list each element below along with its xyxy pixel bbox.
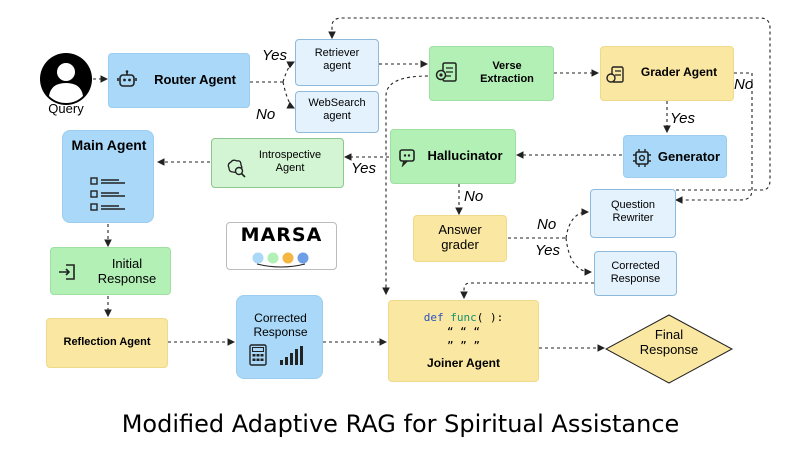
edge-grader-no-rewriter: [674, 72, 753, 204]
grader-agent-label: Grader Agent: [640, 65, 718, 79]
edge-router-retriever: [282, 61, 295, 83]
hallucinator-label: Hallucinator: [427, 148, 503, 163]
websearch-agent-node: WebSearch agent: [295, 91, 379, 133]
edge-rewriter-loop: [328, 17, 771, 191]
introspective-agent-node: Introspective Agent: [211, 138, 344, 188]
retriever-agent-node: Retriever agent: [295, 39, 379, 86]
chatbot-icon: [399, 149, 415, 167]
edge-label-hallucinator-no: No: [464, 188, 484, 205]
final-response-label: Final Response: [639, 327, 699, 357]
main-agent-label: Main Agent: [71, 137, 147, 153]
robot-headset-icon: [117, 70, 137, 87]
answer-grader-label: Answer grader: [438, 222, 482, 252]
edge-label-hallucinator-yes: Yes: [351, 160, 377, 177]
edge-answer-corrected: [565, 237, 593, 276]
query-label: Query: [48, 101, 84, 116]
edge-label-router-yes: Yes: [262, 47, 288, 64]
joiner-code-keyword: def: [423, 311, 444, 324]
generator-node: Generator: [623, 135, 727, 178]
question-rewriter-node: Question Rewriter: [590, 189, 676, 238]
edge-router-websearch: [282, 81, 295, 109]
edge-corrected-joiner: [460, 282, 594, 300]
joiner-code-line1: def func( ):: [389, 311, 538, 325]
answer-grader-node: Answer grader: [413, 215, 507, 262]
user-icon: [40, 53, 92, 105]
marsa-logo: MARSA: [226, 222, 337, 270]
joiner-code-line3: ” ” ”: [446, 339, 481, 352]
calculator-icon: [249, 344, 267, 366]
verse-extraction-label: Verse Extraction: [480, 60, 534, 85]
edge-label-grader-no: No: [734, 76, 754, 93]
edge-label-answer-yes: Yes: [535, 242, 561, 259]
corrected-response-node: Corrected Response: [236, 295, 323, 379]
diagram-title: Modified Adaptive RAG for Spiritual Assi…: [121, 410, 680, 438]
checklist-icon: [90, 177, 125, 211]
websearch-agent-label: WebSearch agent: [308, 97, 366, 122]
joiner-code-args: ( ):: [476, 311, 504, 324]
generator-label: Generator: [657, 149, 721, 164]
router-agent-label: Router Agent: [154, 72, 236, 87]
corrected-response-small-label: Corrected Response: [610, 260, 661, 285]
reflection-agent-label: Reflection Agent: [63, 336, 151, 348]
reflection-agent-node: Reflection Agent: [46, 318, 168, 368]
initial-response-label: Initial Response: [97, 256, 157, 286]
grader-agent-node: Grader Agent: [600, 46, 734, 101]
joiner-code-function: func: [450, 311, 477, 324]
final-response-shape: [604, 314, 734, 384]
router-agent-node: Router Agent: [108, 53, 250, 108]
joiner-agent-label: Joiner Agent: [427, 356, 500, 370]
brain-search-icon: [227, 159, 246, 178]
initial-response-node: Initial Response: [50, 247, 171, 295]
joiner-code-line2: “ “ “: [446, 325, 481, 338]
introspective-agent-label: Introspective Agent: [258, 149, 322, 174]
document-gear-icon: [606, 66, 624, 83]
joiner-agent-node: def func( ): “ “ “ ” ” ” Joiner Agent: [388, 300, 539, 382]
edge-verse-joiner: [382, 75, 429, 296]
edge-label-answer-no: No: [537, 216, 557, 233]
bar-chart-icon: [280, 346, 303, 365]
corrected-response-label: Corrected Response: [253, 311, 308, 339]
edge-label-router-no: No: [256, 106, 276, 123]
question-rewriter-label: Question Rewriter: [610, 199, 656, 224]
login-arrow-icon: [59, 264, 75, 280]
document-gear-icon: [435, 62, 457, 82]
gear-chip-icon: [633, 149, 651, 167]
main-agent-node: Main Agent: [62, 130, 154, 223]
hallucinator-node: Hallucinator: [390, 129, 516, 184]
marsa-label: MARSA: [240, 224, 323, 246]
edge-answer-rewriter: [565, 208, 590, 239]
retriever-agent-label: Retriever agent: [314, 47, 360, 72]
edge-label-grader-yes: Yes: [670, 110, 696, 127]
verse-extraction-node: Verse Extraction: [429, 46, 554, 101]
corrected-response-small-node: Corrected Response: [594, 251, 677, 296]
marsa-dots: [252, 252, 309, 268]
